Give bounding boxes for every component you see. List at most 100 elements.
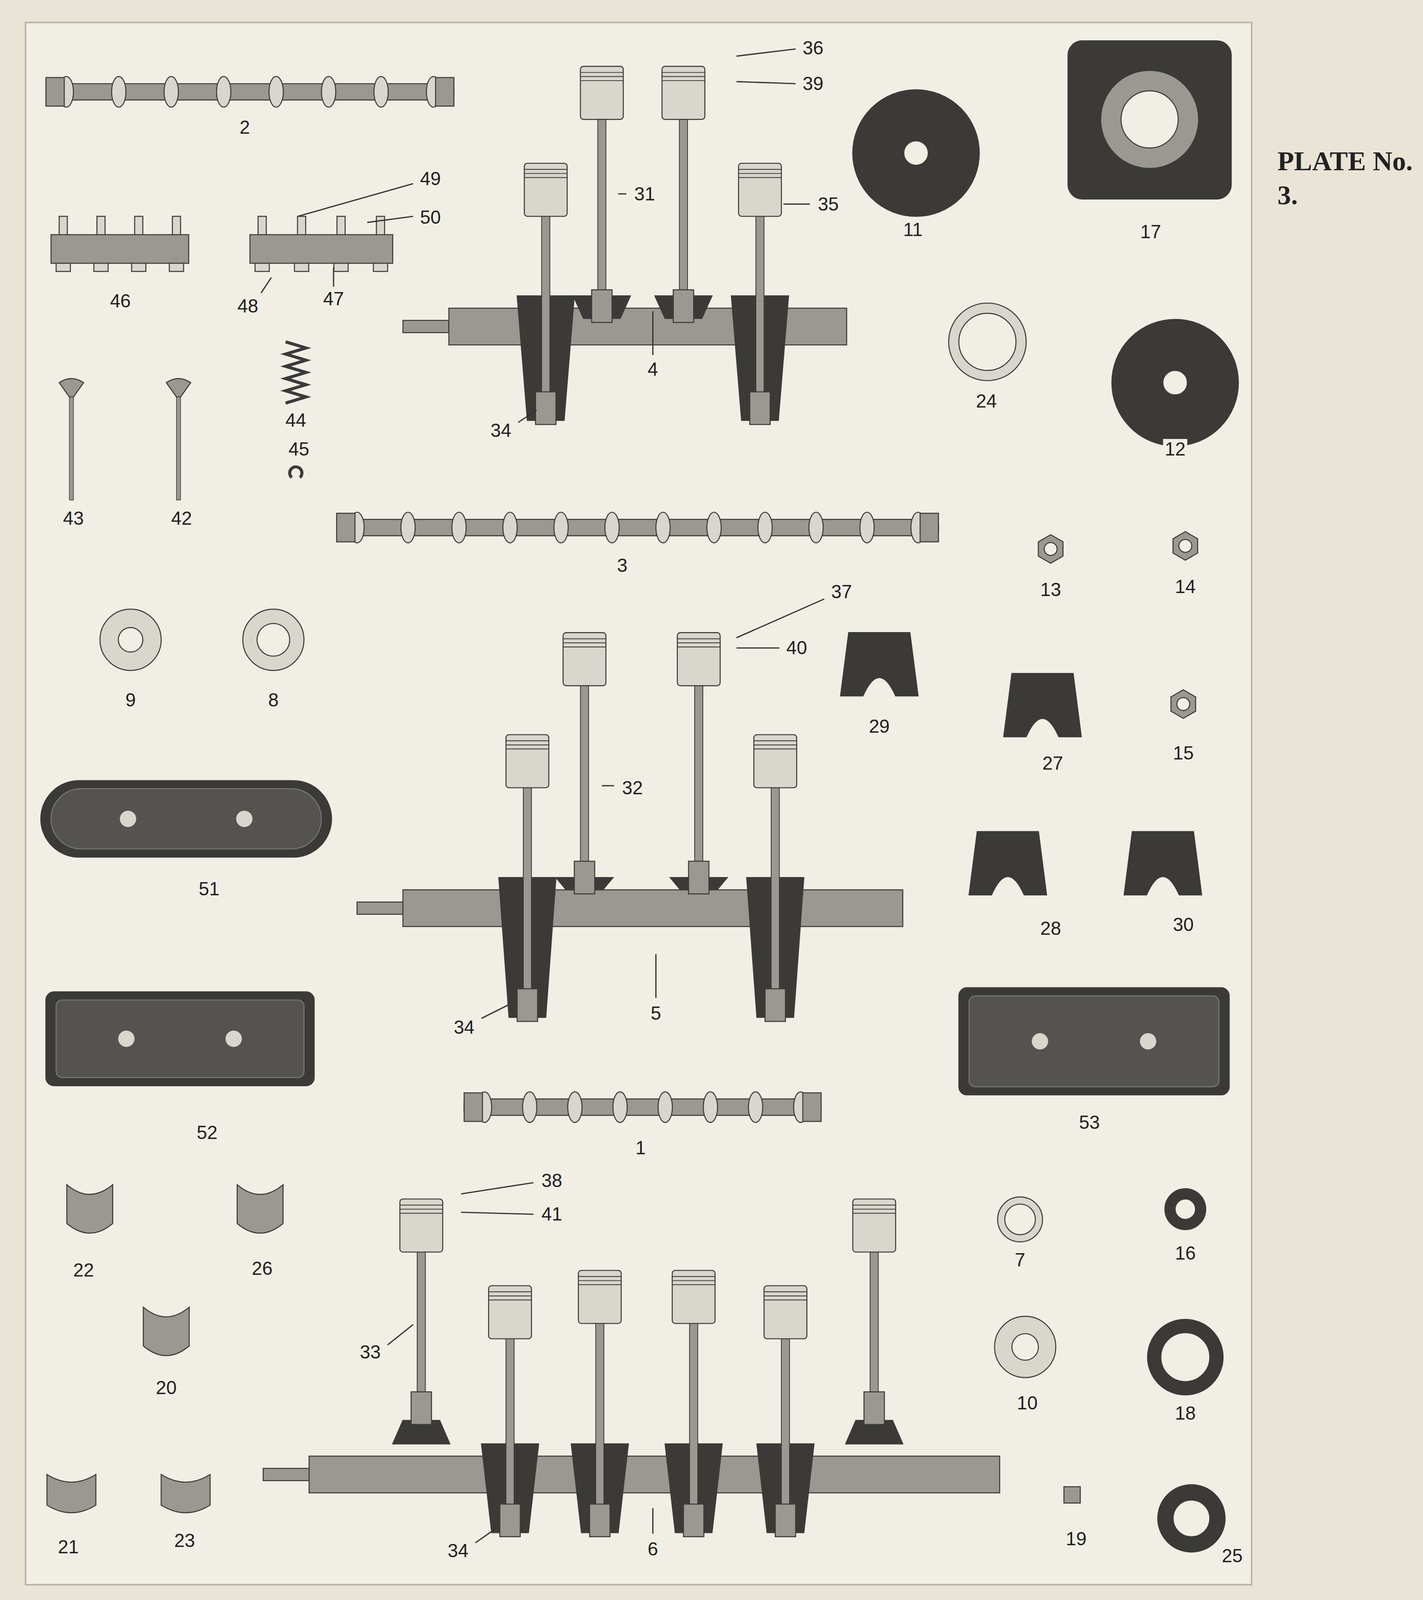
piston (672, 1270, 716, 1324)
washer (948, 303, 1027, 381)
big-end (499, 1503, 521, 1537)
bearing-cap (1003, 673, 1082, 737)
callout-number: 34 (446, 1540, 471, 1561)
piston (580, 66, 624, 120)
connecting-rod (689, 1316, 698, 1521)
camshaft (336, 512, 939, 543)
piston-rod (488, 1285, 532, 1537)
big-end (411, 1391, 432, 1425)
washer-outer (1157, 1484, 1226, 1552)
callout-number: 21 (56, 1536, 81, 1557)
callout-number: 23 (172, 1529, 197, 1551)
callout-number: 37 (829, 581, 854, 602)
connecting-rod (597, 112, 607, 306)
shell-body (66, 1184, 113, 1233)
valve-cotter (289, 466, 303, 478)
callout-number: 13 (1038, 579, 1063, 600)
piston-ring (563, 646, 607, 648)
tappet-foot (333, 263, 349, 272)
small-bush (1063, 1486, 1081, 1503)
nut-body (1038, 534, 1064, 564)
big-end (517, 988, 538, 1022)
callout-number: 25 (1220, 1545, 1245, 1566)
piston (524, 163, 567, 217)
piston-ring (488, 1291, 532, 1292)
callout-number: 19 (1063, 1528, 1089, 1549)
washer-hole (903, 140, 929, 166)
piston-ring (672, 1279, 716, 1281)
nut-hole (1178, 539, 1192, 553)
piston-ring (677, 646, 721, 648)
pan-inner (50, 788, 322, 849)
piston (505, 734, 549, 788)
hex-nut (1038, 534, 1064, 564)
tappet (172, 216, 181, 235)
piston-ring (578, 1283, 622, 1285)
cam-lobe (451, 512, 467, 543)
callout-number: 44 (283, 409, 309, 431)
big-end (591, 289, 612, 323)
camshaft-end (920, 513, 939, 542)
piston (563, 632, 607, 686)
washer-hole (1121, 90, 1179, 149)
tappet (58, 216, 68, 235)
piston-ring (677, 642, 721, 643)
plate-title: PLATE No. 3. (1277, 144, 1414, 213)
plate-panel (25, 22, 1252, 1585)
piston-ring (399, 1208, 443, 1210)
piston-rod (524, 163, 567, 425)
tappet (376, 216, 385, 235)
piston-ring (738, 173, 782, 175)
callout-number: 39 (800, 73, 826, 94)
piston-ring (753, 740, 797, 741)
piston (753, 734, 797, 788)
callout-number: 29 (867, 715, 892, 737)
pan-hole (235, 810, 253, 827)
callout-number: 6 (645, 1538, 660, 1559)
tappet-foot (255, 263, 270, 272)
callout-number: 52 (194, 1122, 219, 1143)
big-end (775, 1503, 796, 1537)
piston-rod (738, 163, 782, 425)
valve-head (58, 378, 84, 397)
nut-body (1173, 531, 1198, 560)
piston (578, 1270, 622, 1324)
bearing-shell (161, 1473, 211, 1513)
crank-nose (356, 901, 403, 915)
piston (852, 1198, 896, 1252)
big-end (535, 391, 556, 425)
camshaft-shaft (45, 83, 454, 100)
piston-ring (505, 740, 549, 741)
cam-lobe (111, 76, 127, 107)
piston-ring (580, 80, 624, 82)
callout-number: 41 (539, 1203, 565, 1224)
washer (1157, 1484, 1226, 1552)
washer-outer (852, 89, 980, 217)
pan-hole (225, 1030, 242, 1047)
hex-nut (1173, 531, 1198, 560)
piston-ring (488, 1295, 532, 1297)
piston-ring (852, 1208, 896, 1210)
piston-rod (662, 66, 705, 323)
block-body (249, 234, 393, 264)
piston-ring (763, 1299, 807, 1300)
cam-lobe (269, 76, 284, 107)
piston-ring (399, 1212, 443, 1214)
piston-rod (672, 1270, 716, 1537)
piston-ring (662, 75, 705, 77)
washer (1147, 1319, 1224, 1395)
tappet-block (249, 216, 393, 272)
callout-number: 45 (286, 438, 312, 460)
callout-number: 1 (633, 1137, 648, 1158)
tappet-foot (373, 263, 388, 272)
callout-number: 46 (108, 290, 133, 312)
piston (488, 1285, 532, 1339)
connecting-rod (417, 1244, 426, 1409)
crank-journal (402, 889, 903, 927)
callout-number: 40 (784, 637, 809, 658)
callout-number: 10 (1015, 1392, 1040, 1413)
washer-hole (1160, 1332, 1210, 1381)
camshaft-end (464, 1092, 483, 1121)
piston-ring (763, 1295, 807, 1297)
